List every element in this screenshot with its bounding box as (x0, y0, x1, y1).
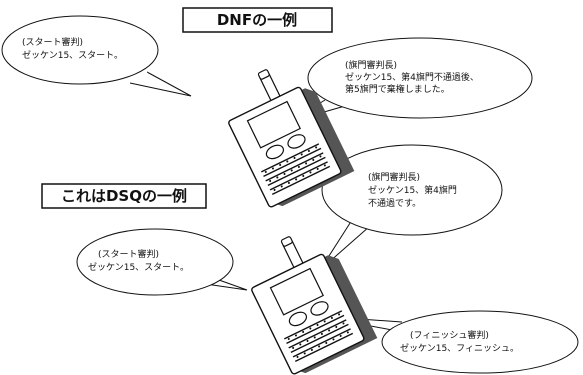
dnf-title: DNFの一例 (217, 11, 297, 29)
dsq-gate-message-2: 不通過です。 (368, 198, 421, 209)
dsq-gate-label: (旗門審判長) (368, 171, 420, 183)
dnf-title-box: DNFの一例 (182, 7, 333, 33)
dnf-gate-label: (旗門審判長) (345, 59, 397, 71)
dsq-gate-message-1: ゼッケン15、第4旗門 (368, 184, 457, 196)
dsq-title: これはDSQの一例 (61, 187, 187, 205)
dsq-start-bubble: (スタート審判) ゼッケン15、スタート。 (76, 228, 248, 296)
dsq-start-message: ゼッケン15、スタート。 (88, 261, 189, 273)
dnf-start-message: ゼッケン15、スタート。 (22, 49, 123, 61)
dsq-finish-message: ゼッケン15、フィニッシュ。 (400, 342, 519, 354)
dnf-gate-message-2: 第5旗門で棄権しました。 (345, 83, 450, 95)
radio-device-icon (251, 236, 378, 375)
dnf-start-label: (スタート審判) (22, 36, 83, 48)
dnf-gate-message-1: ゼッケン15、第4旗門不通過後、 (345, 71, 479, 83)
dsq-finish-bubble: (フィニッシュ審判) ゼッケン15、フィニッシュ。 (317, 310, 579, 374)
radio-device-icon (228, 69, 355, 208)
dsq-title-box: これはDSQの一例 (41, 183, 207, 209)
dnf-start-bubble: (スタート審判) ゼッケン15、スタート。 (1, 15, 192, 97)
dnf-gate-bubble: (旗門審判長) ゼッケン15、第4旗門不通過後、 第5旗門で棄権しました。 (288, 37, 533, 123)
dsq-start-label: (スタート審判) (98, 248, 159, 260)
dsq-finish-label: (フィニッシュ審判) (410, 329, 489, 341)
